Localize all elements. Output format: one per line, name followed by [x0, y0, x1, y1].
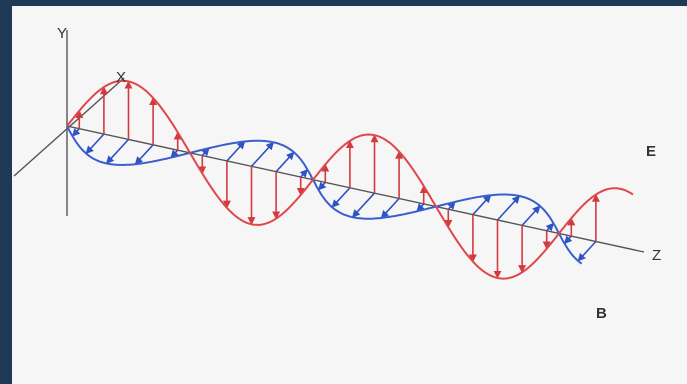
b-field-vector: [331, 187, 351, 208]
b-field-vector: [351, 192, 376, 218]
em-wave-diagram: Y X Z E B: [13, 25, 661, 322]
b-field-vector: [134, 144, 154, 165]
b-field-vector: [71, 128, 81, 137]
b-field-vector: [250, 141, 275, 167]
b-field-vector: [317, 181, 327, 191]
b-field-vector: [299, 169, 309, 178]
b-field-vectors: [71, 128, 597, 262]
b-field-vector: [563, 235, 573, 245]
b-field-label: B: [596, 305, 607, 322]
e-field-vectors: [75, 80, 600, 279]
diagram-canvas: Y X Z E B: [12, 6, 687, 384]
x-axis-label: X: [116, 69, 126, 86]
b-field-vector: [380, 197, 400, 219]
b-field-vector: [521, 205, 541, 226]
b-field-vector: [545, 222, 555, 232]
b-field-vector: [496, 195, 521, 221]
z-axis-line: [66, 125, 645, 253]
b-field-vector: [85, 133, 105, 155]
z-axis-label: Z: [652, 247, 661, 264]
b-field-vector: [577, 240, 597, 262]
b-field-vector: [275, 151, 295, 173]
e-field-label: E: [646, 143, 656, 160]
y-axis-label: Y: [57, 25, 67, 42]
b-field-wave: [66, 125, 583, 265]
b-field-vector: [226, 140, 246, 162]
e-field-wave: [66, 79, 634, 280]
b-field-vector: [105, 138, 130, 164]
b-field-vector: [472, 194, 492, 216]
